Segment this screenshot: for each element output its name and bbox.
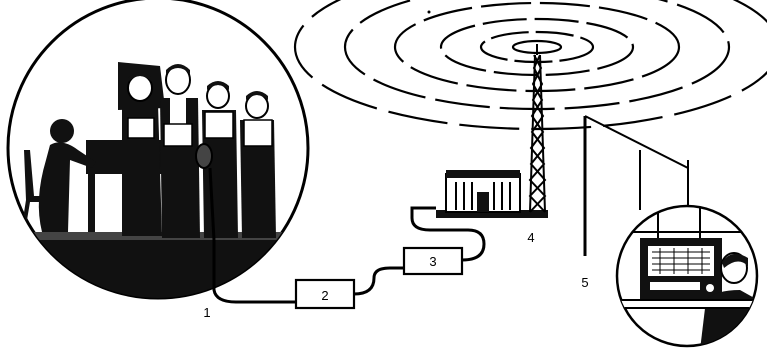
label-1: 1 <box>203 305 210 320</box>
label-4: 4 <box>527 230 534 245</box>
cable-2-to-3 <box>354 268 404 294</box>
studio-scene <box>0 0 320 308</box>
stage-floor <box>0 238 320 308</box>
wave-dot <box>428 11 431 14</box>
listener-scene <box>617 205 760 348</box>
line-amplifier-box: 3 <box>404 248 462 274</box>
radio-receiver <box>640 238 722 300</box>
amplifier-box: 2 <box>296 280 354 308</box>
label-3: 3 <box>429 254 436 269</box>
label-5: 5 <box>581 275 588 290</box>
radio-waves <box>295 0 767 129</box>
label-2: 2 <box>321 288 328 303</box>
